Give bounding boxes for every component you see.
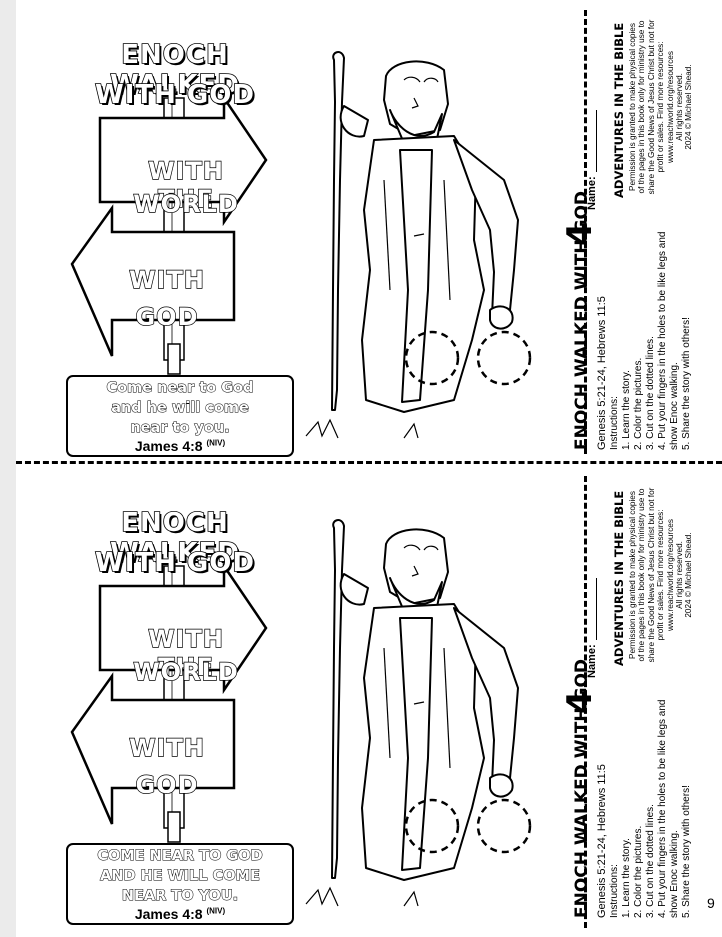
instruction-step: 2. Color the pictures. [633, 825, 644, 918]
sign-world-text: WITH THE [147, 156, 224, 213]
verse-ref-text: James 4:8 [134, 438, 203, 454]
permission-line: profit or sales. Find more resources: [656, 41, 666, 173]
verse-reference: James 4:8 (NIV) [68, 906, 292, 922]
permission-line: share the Good News of Jesus Christ but … [646, 19, 656, 195]
horizontal-cut-line [16, 461, 722, 464]
instructions-list: Instructions: 1. Learn the story. 2. Col… [609, 683, 693, 918]
strip-header: ENOCH WALKED WITH GOD 4 Name: [560, 10, 600, 450]
instruction-step: 1. Learn the story. [621, 838, 632, 918]
instruction-step: 3. Cut on the dotted lines. [645, 804, 656, 918]
signpost-illustration [70, 93, 268, 375]
sign-god-text: GOD [135, 770, 199, 799]
coloring-page: ENOCH WALKED WITH GOD WITH THE WORLD WIT… [16, 0, 722, 937]
bible-verse-box: COME NEAR TO GOD AND HE WILL COME NEAR T… [66, 843, 294, 925]
series-title: ADVENTURES IN THE BIBLE [612, 22, 626, 198]
story-title-line1: ENOCH WALKED [109, 507, 240, 569]
verse-line: and he will come [111, 400, 250, 417]
booklet-number: 4 [560, 222, 600, 246]
name-field-line[interactable] [596, 110, 597, 172]
instructions-strip: ENOCH WALKED WITH GOD 4 Name: Genesis 5:… [560, 478, 693, 918]
booklet-panel-bottom: ENOCH WALKED WITH GOD WITH THE WORLD WIT… [16, 468, 722, 926]
story-title-line2: WITH GOD [94, 547, 255, 579]
verse-line: AND HE WILL COME [100, 868, 261, 885]
verse-ref-text: James 4:8 [134, 906, 203, 922]
sign-world-text: WORLD [133, 657, 239, 686]
permission-line: share the Good News of Jesus Christ but … [646, 487, 656, 663]
permission-line: of the pages in this book only for minis… [637, 488, 647, 662]
permission-line: www.reachworld.org/resources [665, 519, 675, 631]
permission-line: 2024 © Michael Shead. [684, 532, 694, 618]
permission-line: of the pages in this book only for minis… [637, 20, 647, 194]
verse-line: near to you. [130, 420, 230, 437]
sign-god-text: GOD [135, 302, 199, 331]
instruction-step: 2. Color the pictures. [633, 357, 644, 450]
instructions-list: Instructions: 1. Learn the story. 2. Col… [609, 215, 693, 450]
verse-line: NEAR TO YOU. [121, 888, 239, 905]
booklet-number: 4 [560, 690, 600, 714]
instruction-step: 4. Put your fingers in the holes to be l… [657, 699, 680, 918]
permission-line: www.reachworld.org/resources [665, 51, 675, 163]
instruction-step: 1. Learn the story. [621, 370, 632, 450]
instructions-label: Instructions: [609, 864, 620, 918]
strip-header: ENOCH WALKED WITH GOD 4 Name: [560, 478, 600, 918]
verse-reference: James 4:8 (NIV) [68, 438, 292, 454]
page-number: 9 [707, 895, 715, 911]
bible-verse-box: Come near to God and he will come near t… [66, 375, 294, 457]
instructions-strip: ENOCH WALKED WITH GOD 4 Name: Genesis 5:… [560, 10, 693, 450]
sign-world-text: WITH THE [147, 624, 224, 681]
permission-notice: Permission is granted to make physical c… [628, 12, 694, 202]
permission-line: 2024 © Michael Shead. [684, 64, 694, 150]
name-label: Name: [586, 644, 598, 678]
verse-line: Come near to God [106, 380, 254, 397]
vertical-cut-line-bottom [584, 476, 587, 928]
permission-notice: Permission is granted to make physical c… [628, 480, 694, 670]
scripture-reference: Genesis 5:21-24, Hebrews 11:5 [596, 296, 608, 450]
verse-version: (NIV) [206, 906, 226, 916]
name-field-line[interactable] [596, 578, 597, 640]
instruction-step: 4. Put your fingers in the holes to be l… [657, 231, 680, 450]
verse-line: COME NEAR TO GOD [97, 848, 263, 865]
scripture-reference: Genesis 5:21-24, Hebrews 11:5 [596, 764, 608, 918]
vertical-cut-line-top [584, 10, 587, 454]
permission-line: Permission is granted to make physical c… [628, 23, 637, 191]
enoch-figure-illustration [305, 51, 532, 439]
sign-god-text: WITH [128, 265, 205, 294]
story-title-line2: WITH GOD [94, 79, 255, 111]
permission-line: Permission is granted to make physical c… [628, 491, 637, 659]
verse-version: (NIV) [206, 438, 226, 448]
permission-line: profit or sales. Find more resources: [656, 509, 666, 641]
signpost-illustration [70, 561, 268, 843]
instruction-step: 3. Cut on the dotted lines. [645, 336, 656, 450]
series-title: ADVENTURES IN THE BIBLE [612, 490, 626, 666]
booklet-panel-top: ENOCH WALKED WITH GOD WITH THE WORLD WIT… [16, 0, 722, 458]
permission-line: All rights reserved. [675, 541, 685, 609]
permission-line: All rights reserved. [675, 73, 685, 141]
name-label: Name: [586, 176, 598, 210]
sign-god-text: WITH [128, 733, 205, 762]
enoch-figure-illustration [305, 519, 532, 907]
instruction-step: 5. Share the story with others! [681, 317, 692, 450]
sign-world-text: WORLD [133, 189, 239, 218]
instruction-step: 5. Share the story with others! [681, 785, 692, 918]
instructions-label: Instructions: [609, 396, 620, 450]
story-title-line1: ENOCH WALKED [109, 39, 240, 101]
